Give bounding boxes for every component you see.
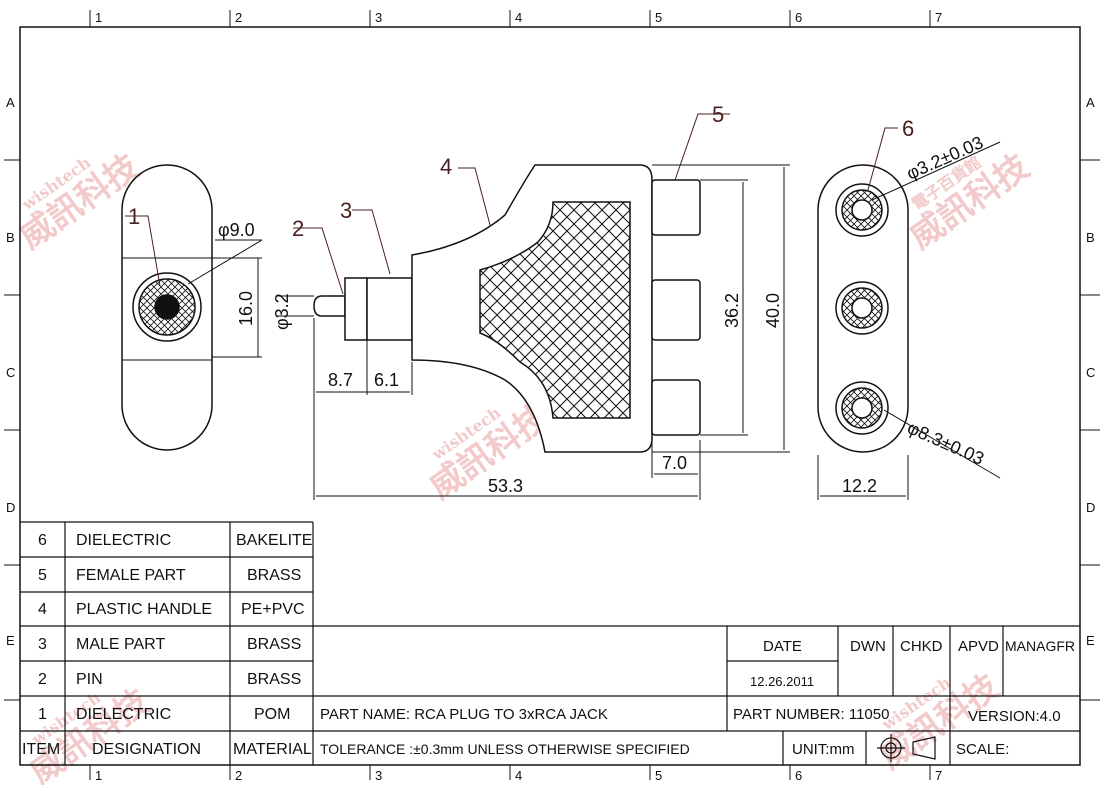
- tb-part-name: PART NAME: RCA PLUG TO 3xRCA JACK: [320, 706, 608, 723]
- col-label: 7: [935, 10, 942, 25]
- col-label: 4: [515, 768, 522, 783]
- bom-material: BRASS: [247, 671, 301, 688]
- title-block: DATE DWN CHKD APVD MANAGFR 12.26.2011 PA…: [320, 638, 1075, 758]
- tb-managfr: MANAGFR: [1005, 638, 1075, 654]
- col-label: 3: [375, 10, 382, 25]
- row-label: E: [6, 633, 15, 648]
- callout-3: 3: [340, 198, 352, 223]
- row-label: C: [1086, 365, 1095, 380]
- tb-unit: UNIT:mm: [792, 741, 855, 758]
- col-label: 2: [235, 768, 242, 783]
- bom-designation: PLASTIC HANDLE: [76, 601, 212, 618]
- callout-4: 4: [440, 154, 452, 179]
- bom-item: 5: [38, 567, 47, 584]
- col-label: 7: [935, 768, 942, 783]
- bom-material: PE+PVC: [241, 601, 305, 618]
- dim-pin-dia: φ3.2: [272, 293, 292, 330]
- col-label: 6: [795, 10, 802, 25]
- row-label: C: [6, 365, 15, 380]
- callout-1: 1: [128, 204, 140, 229]
- tb-apvd: APVD: [958, 638, 999, 655]
- bom-item: 3: [38, 636, 47, 653]
- callout-2: 2: [292, 216, 304, 241]
- row-label: E: [1086, 633, 1095, 648]
- bom-item: 6: [38, 532, 47, 549]
- projection-symbol-icon: [877, 734, 936, 762]
- drawing-border: [19, 26, 1081, 766]
- callout-5: 5: [712, 102, 724, 127]
- bom-item: 4: [38, 601, 47, 618]
- side-view: [293, 113, 730, 453]
- bom-header-item: ITEM: [22, 741, 60, 758]
- bom-text: 6 DIELECTRIC BAKELITE 5 FEMALE PART BRAS…: [22, 532, 312, 758]
- bom-material: POM: [254, 706, 290, 723]
- dim-side-h: 16.0: [236, 291, 256, 326]
- left-end-view: [121, 164, 263, 451]
- tb-tolerance: TOLERANCE :±0.3mm UNLESS OTHERWISE SPECI…: [320, 741, 690, 757]
- grid-labels: 1 2 3 4 5 6 7 1 2 3 4 5 6 7 A B C D E A …: [6, 10, 1095, 783]
- tb-scale: SCALE:: [956, 741, 1009, 758]
- bom-item: 2: [38, 671, 47, 688]
- bom-header-material: MATERIAL: [233, 741, 312, 758]
- row-label: B: [1086, 230, 1095, 245]
- dim-jack-pitch: 36.2: [722, 293, 742, 328]
- col-label: 5: [655, 10, 662, 25]
- bom-material: BRASS: [247, 567, 301, 584]
- dim-pin-len: 8.7: [328, 370, 353, 390]
- bom-material: BRASS: [247, 636, 301, 653]
- right-end-view: [817, 127, 1001, 500]
- callout-6: 6: [902, 116, 914, 141]
- tb-version: VERSION:4.0: [968, 708, 1061, 725]
- dim-overall-len: 53.3: [488, 476, 523, 496]
- tb-date-value: 12.26.2011: [750, 674, 814, 689]
- bom-designation: DIELECTRIC: [76, 706, 171, 723]
- col-label: 2: [235, 10, 242, 25]
- row-label: A: [6, 95, 15, 110]
- row-label: A: [1086, 95, 1095, 110]
- row-label: B: [6, 230, 15, 245]
- dim-end-w: 12.2: [842, 476, 877, 496]
- col-label: 1: [95, 768, 102, 783]
- col-label: 1: [95, 10, 102, 25]
- dim-jack-dia: φ8.3±0.03: [904, 417, 987, 468]
- col-label: 5: [655, 768, 662, 783]
- bom-designation: PIN: [76, 671, 103, 688]
- dim-plug-len: 6.1: [374, 370, 399, 390]
- bom-designation: DIELECTRIC: [76, 532, 171, 549]
- col-label: 6: [795, 768, 802, 783]
- col-label: 4: [515, 10, 522, 25]
- grid-ticks: [4, 10, 1100, 780]
- tb-dwn: DWN: [850, 638, 886, 655]
- tb-date-label: DATE: [763, 638, 802, 655]
- row-label: D: [6, 500, 15, 515]
- bom-material: BAKELITE: [236, 532, 312, 549]
- bom-header-designation: DESIGNATION: [92, 741, 201, 758]
- dim-side-dia: φ9.0: [218, 220, 255, 240]
- bom-designation: FEMALE PART: [76, 567, 186, 584]
- bom-item: 1: [38, 706, 47, 723]
- col-label: 3: [375, 768, 382, 783]
- dim-jack-len: 7.0: [662, 453, 687, 473]
- row-label: D: [1086, 500, 1095, 515]
- tb-part-number: PART NUMBER: 11050: [733, 706, 889, 723]
- tb-chkd: CHKD: [900, 638, 943, 655]
- callouts: 1 2 3 4 5 6: [128, 102, 914, 241]
- dim-overall-h: 40.0: [763, 293, 783, 328]
- side-dimensions: [276, 164, 790, 500]
- bom-table: [20, 521, 1080, 765]
- bom-designation: MALE PART: [76, 636, 165, 653]
